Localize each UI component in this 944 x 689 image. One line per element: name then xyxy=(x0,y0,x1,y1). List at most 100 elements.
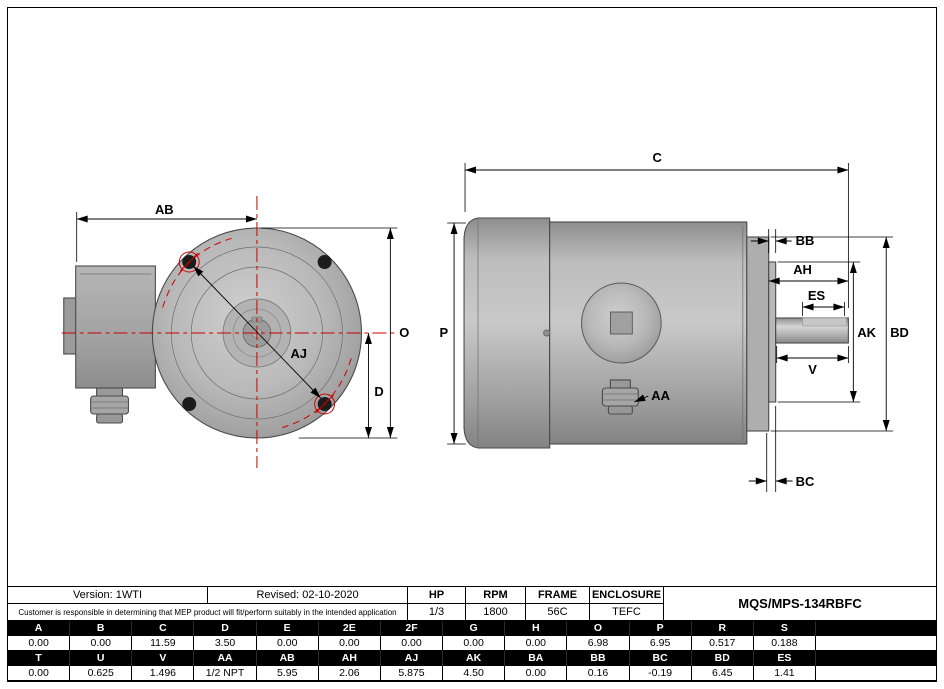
dim-header: BD xyxy=(691,651,754,666)
dim-header: ES xyxy=(753,651,816,666)
dim-value: 6.98 xyxy=(567,636,630,651)
mounting-hole xyxy=(317,255,332,269)
dim-header: A xyxy=(8,621,71,636)
dim-header: BA xyxy=(505,651,568,666)
shaft-key-flat xyxy=(802,317,847,327)
dim-aj: AJ xyxy=(192,265,321,399)
dim-es: ES xyxy=(802,288,845,316)
dim-header: AH xyxy=(318,651,381,666)
label-bd: BD xyxy=(890,325,909,340)
dim-value: 0.00 xyxy=(318,636,381,651)
dim-value: 0.625 xyxy=(70,666,133,681)
motor-front-view: AJ AB O xyxy=(61,196,409,468)
dim-header: S xyxy=(753,621,816,636)
dim-value: -0.19 xyxy=(629,666,692,681)
label-ab: AB xyxy=(155,202,174,217)
dim-bd: BD xyxy=(770,236,909,432)
drain-screw xyxy=(543,329,551,337)
dim-header: C xyxy=(132,621,195,636)
dim-header: U xyxy=(70,651,133,666)
dim-value: 0.00 xyxy=(380,636,444,651)
dim-header: 2F xyxy=(380,621,444,636)
dim-d: D xyxy=(364,333,384,438)
dim-o: O xyxy=(260,227,409,439)
dim-value: 0.00 xyxy=(505,666,568,681)
dim-header: T xyxy=(8,651,71,666)
dim-value: 1.496 xyxy=(132,666,195,681)
label-aj: AJ xyxy=(290,346,307,361)
dim-value-blank xyxy=(816,666,936,681)
dim-value: 1/2 NPT xyxy=(194,666,257,681)
dim-value: 0.00 xyxy=(256,636,319,651)
dim-header: B xyxy=(70,621,133,636)
dim-value: 1.41 xyxy=(753,666,816,681)
dim-c: C xyxy=(464,150,849,308)
dim-value: 5.875 xyxy=(380,666,444,681)
dim-header: BB xyxy=(567,651,630,666)
label-d: D xyxy=(374,384,383,399)
frame-value: 56C xyxy=(526,604,590,621)
dim-header: 2E xyxy=(318,621,381,636)
version-cell: Version: 1WTI xyxy=(8,587,208,604)
dim-header: R xyxy=(691,621,754,636)
mounting-hole xyxy=(182,397,197,411)
dim-header: E xyxy=(256,621,319,636)
dim-value-blank xyxy=(816,636,936,651)
c-face-flange xyxy=(746,236,770,432)
dim-value: 11.59 xyxy=(132,636,195,651)
dim-ah: AH xyxy=(768,262,849,285)
dim-header: AA xyxy=(194,651,257,666)
terminal-box xyxy=(75,265,156,389)
label-bc: BC xyxy=(796,474,815,489)
dimension-table: A B C D E 2E 2F G H O P R S 0.00 0.00 11… xyxy=(8,621,936,681)
fan-cover xyxy=(463,217,551,449)
dim-value: 5.95 xyxy=(256,666,319,681)
bolt-circle-marks xyxy=(162,237,352,429)
dim-bc: BC xyxy=(748,406,815,492)
conduit-fitting-front xyxy=(90,387,130,424)
label-c: C xyxy=(653,150,663,165)
label-aa: AA xyxy=(651,388,670,403)
dim-header: AK xyxy=(443,651,506,666)
revised-cell: Revised: 02-10-2020 xyxy=(208,587,408,604)
dim-value: 0.517 xyxy=(691,636,754,651)
enclosure-value: TEFC xyxy=(590,604,664,621)
dim-value: 0.00 xyxy=(70,636,133,651)
disclaimer: Customer is responsible in determining t… xyxy=(8,604,408,621)
dim-value: 3.50 xyxy=(194,636,257,651)
label-ah: AH xyxy=(793,262,812,277)
dim-header: AJ xyxy=(380,651,444,666)
dim-value: 0.00 xyxy=(505,636,568,651)
frame-header: FRAME xyxy=(526,587,590,604)
dim-value: 6.45 xyxy=(691,666,754,681)
dim-ak: AK xyxy=(777,261,877,403)
dim-value: 4.50 xyxy=(443,666,506,681)
enclosure-header: ENCLOSURE xyxy=(590,587,664,604)
square-plug xyxy=(609,311,633,335)
flange-rabbet xyxy=(768,261,777,403)
dim-aa: AA xyxy=(634,388,671,403)
label-o: O xyxy=(399,325,409,340)
label-ak: AK xyxy=(857,325,876,340)
dim-value: 0.00 xyxy=(443,636,506,651)
rpm-header: RPM xyxy=(466,587,526,604)
dim-header: H xyxy=(505,621,568,636)
sheet-frame: AJ AB O xyxy=(7,7,937,682)
dim-value: 0.00 xyxy=(8,666,71,681)
hp-value: 1/3 xyxy=(408,604,466,621)
dim-header: G xyxy=(443,621,506,636)
dim-header: D xyxy=(194,621,257,636)
dim-header: V xyxy=(132,651,195,666)
title-block: Version: 1WTI Revised: 02-10-2020 HP RPM… xyxy=(8,586,936,621)
dim-value: 2.06 xyxy=(318,666,381,681)
dim-header: O xyxy=(567,621,630,636)
dim-value: 0.188 xyxy=(753,636,816,651)
dim-value: 0.00 xyxy=(8,636,71,651)
motor-side-view: C P BB xyxy=(439,150,909,492)
hp-header: HP xyxy=(408,587,466,604)
label-es: ES xyxy=(808,288,826,303)
label-p: P xyxy=(439,325,448,340)
dim-value: 6.95 xyxy=(629,636,692,651)
dim-ab: AB xyxy=(76,202,257,262)
